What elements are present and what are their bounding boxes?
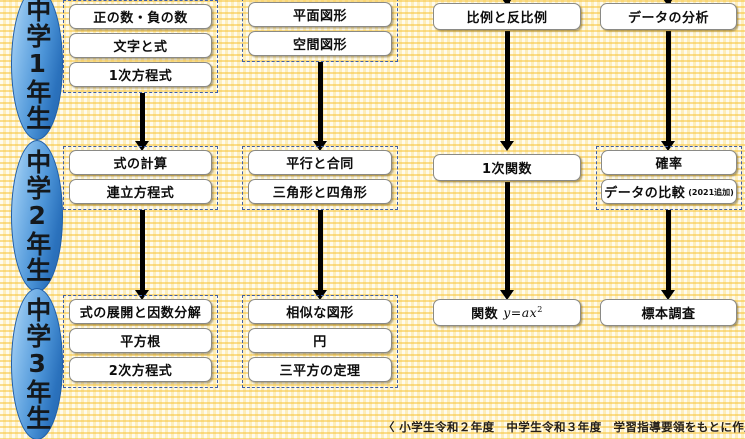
arrow-col1-row1-row2	[140, 93, 145, 143]
group-frame-col4-row2	[596, 146, 742, 210]
topic-label: 平行と合同	[286, 157, 354, 172]
topic-box-proportion-inverse-proportion[interactable]: 比例と反比例	[433, 3, 581, 30]
topic-box-plane-figures[interactable]: 平面図形	[248, 2, 392, 27]
topic-box-data-analysis[interactable]: データの分析	[600, 3, 737, 30]
topic-box-pythagorean-theorem[interactable]: 三平方の定理	[248, 357, 392, 382]
topic-box-simultaneous-equations[interactable]: 連立方程式	[69, 179, 212, 204]
topic-box-linear-function[interactable]: 1次関数	[433, 154, 581, 181]
topic-box-expression-calculation[interactable]: 式の計算	[69, 150, 212, 175]
arrow-col1-row2-row3	[140, 210, 145, 292]
topic-box-parallel-congruence[interactable]: 平行と合同	[248, 150, 392, 175]
arrow-col2-row1-row2	[318, 62, 323, 143]
topic-label: 1次関数	[481, 162, 533, 177]
topic-label: 三角形と四角形	[272, 186, 368, 201]
arrow-col4-row2-row3	[666, 210, 671, 292]
topic-label: 相似な図形	[286, 306, 354, 321]
topic-label: 正の数・負の数	[93, 11, 188, 26]
grade-pill-3: 中学3年生	[11, 288, 63, 439]
topic-box-quadratic-function[interactable]: 関数 y=ax2	[433, 299, 581, 326]
topic-label: 連立方程式	[106, 186, 175, 201]
topic-box-triangles-quadrilaterals[interactable]: 三角形と四角形	[248, 179, 392, 204]
topic-label: 比例と反比例	[466, 11, 548, 26]
grade-pill-2-label: 中学2年生	[22, 149, 52, 283]
topic-label: 平方根	[120, 335, 161, 350]
arrow-head-col3-row3	[500, 290, 514, 300]
topic-label: 標本調査	[641, 307, 696, 322]
topic-label: 円	[313, 335, 327, 350]
grade-pill-3-label: 中学3年生	[22, 297, 52, 431]
topic-label: 関数	[471, 307, 499, 322]
topic-box-circle[interactable]: 円	[248, 328, 392, 353]
group-frame-col2-row3	[242, 295, 398, 388]
topic-box-solid-figures[interactable]: 空間図形	[248, 31, 392, 56]
topic-label: 式の計算	[113, 157, 168, 172]
topic-label: データの比較	[604, 186, 686, 201]
topic-box-similar-figures[interactable]: 相似な図形	[248, 299, 392, 324]
group-frame-col2-row2	[242, 146, 398, 210]
topic-box-linear-equations[interactable]: 1次方程式	[69, 62, 212, 87]
arrow-col4-row1-row2	[666, 31, 671, 143]
grade-pill-1: 中学1年生	[11, 0, 63, 140]
topic-label: 確率	[655, 157, 683, 172]
topic-label: 三平方の定理	[279, 364, 361, 379]
group-frame-col1-row2	[63, 146, 218, 210]
topic-box-expansion-factorization[interactable]: 式の展開と因数分解	[69, 299, 212, 324]
grade-pill-2: 中学2年生	[11, 140, 63, 292]
arrow-col3-row2-row3	[505, 182, 510, 292]
grade-pill-1-label: 中学1年生	[22, 0, 52, 131]
topic-label: 1次方程式	[108, 69, 173, 84]
topic-box-data-comparison[interactable]: データの比較 (2021追加)	[601, 179, 737, 204]
topic-label: データの分析	[627, 11, 709, 26]
topic-label: 2次方程式	[108, 364, 173, 379]
topic-label: 平面図形	[292, 9, 347, 24]
arrow-col3-row1-row2	[505, 31, 510, 143]
group-frame-col2-row1	[242, 0, 398, 62]
topic-note: (2021追加)	[688, 188, 734, 197]
topic-box-letters-and-expressions[interactable]: 文字と式	[69, 33, 212, 58]
topic-box-square-root[interactable]: 平方根	[69, 328, 212, 353]
arrow-col2-row2-row3	[318, 210, 323, 292]
group-frame-col1-row1	[63, 0, 218, 93]
topic-box-quadratic-equations[interactable]: 2次方程式	[69, 357, 212, 382]
topic-label: 文字と式	[113, 40, 168, 55]
group-frame-col1-row3	[63, 295, 218, 388]
topic-label: 空間図形	[292, 38, 347, 53]
topic-box-positive-negative-numbers[interactable]: 正の数・負の数	[69, 4, 212, 29]
footer-source-note: 〈 小学生令和２年度 中学生令和３年度 学習指導要領をもとに作成 〉	[383, 420, 745, 434]
topic-box-sampling-survey[interactable]: 標本調査	[600, 299, 737, 326]
topic-label: 式の展開と因数分解	[79, 306, 202, 321]
arrow-head-col3-row2	[500, 141, 514, 151]
topic-formula: y=ax2	[503, 304, 543, 321]
arrow-head-col4-row3	[661, 290, 675, 300]
topic-box-probability[interactable]: 確率	[601, 150, 737, 175]
